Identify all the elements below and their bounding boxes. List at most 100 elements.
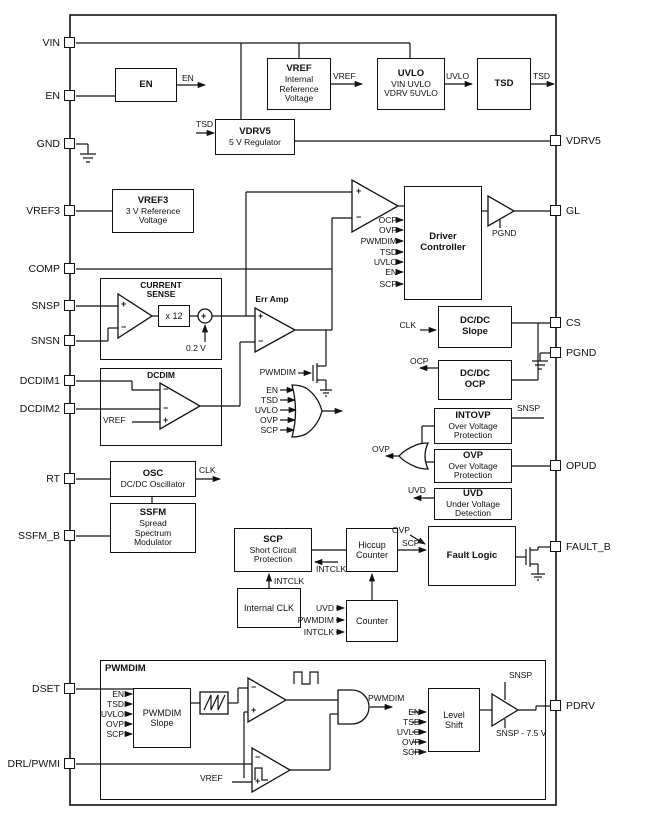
counter-input-uvd: UVD xyxy=(316,603,334,613)
err-amp-plus: + xyxy=(258,311,264,321)
signal-label-intclk-src: INTCLK xyxy=(274,576,305,586)
driver-input-uvlo: UVLO xyxy=(373,257,397,267)
square-wave-icon xyxy=(293,671,319,685)
pin-label-pdrv: PDRV xyxy=(566,700,595,712)
pin-label-opud: OPUD xyxy=(566,460,597,472)
signal-label-clk-osc: CLK xyxy=(199,465,216,475)
comp1-plus: + xyxy=(251,705,257,715)
slope-input-uvlo: UVLO xyxy=(100,709,124,719)
level-shift-block: Level Shift xyxy=(428,688,480,752)
pin-cs xyxy=(550,317,561,328)
pdrv-buffer-icon xyxy=(491,692,520,728)
ovp-title: OVP xyxy=(462,449,484,461)
gain-block: x 12 xyxy=(158,305,190,327)
pin-opud xyxy=(550,460,561,471)
or-gate-icon xyxy=(291,384,323,438)
scp-title: SCP xyxy=(263,533,283,545)
driver-input-ovp: OVP xyxy=(379,225,397,235)
uvd-sub: Under Voltage Detection xyxy=(446,498,500,519)
ovp-sub: Over Voltage Protection xyxy=(448,460,498,481)
fault-logic-title: Fault Logic xyxy=(446,549,498,561)
slope-input-scp: SCP xyxy=(106,729,124,739)
pin-label-vdrv5: VDRV5 xyxy=(566,135,601,147)
hiccup-counter-title: Hiccup Counter xyxy=(355,539,389,560)
pin-label-vin: VIN xyxy=(42,37,60,49)
dcdc-slope-title: DC/DC Slope xyxy=(459,315,491,337)
driver-input-en: EN xyxy=(385,267,397,277)
pin-comp xyxy=(64,263,75,274)
gate-input-ovp: OVP xyxy=(260,415,278,425)
uvd-block: UVD Under Voltage Detection xyxy=(434,488,512,520)
pin-snsn xyxy=(64,335,75,346)
err-amp-minus: − xyxy=(258,336,264,346)
level-input-tsd: TSD xyxy=(403,717,420,727)
ssfm-block-title: SSFM xyxy=(139,506,167,518)
current-sense-amp-icon xyxy=(117,292,154,340)
driver-input-pwmdim: PWMDIM xyxy=(360,236,397,246)
level-input-en: EN xyxy=(408,707,420,717)
pin-pgnd xyxy=(550,347,561,358)
pin-label-snsp: SNSP xyxy=(31,300,60,312)
driver-controller-title: Driver Controller xyxy=(420,231,466,253)
signal-label-snsp-rail: SNSP xyxy=(509,670,533,680)
gain-value: x 12 xyxy=(165,310,183,321)
vref-block: VREF Internal Reference Voltage xyxy=(267,58,331,110)
pin-label-rt: RT xyxy=(46,473,60,485)
signal-label-tsd: TSD xyxy=(533,71,550,81)
level-shift-title: Level Shift xyxy=(443,709,465,730)
pin-label-snsn: SNSN xyxy=(30,335,60,347)
signal-label-pwmdim-and: PWMDIM xyxy=(368,693,405,703)
dcdim-minus1: − xyxy=(163,384,169,394)
signal-label-en: EN xyxy=(182,73,194,83)
pin-drl-pwmi xyxy=(64,758,75,769)
vref-block-sub: Internal Reference Voltage xyxy=(279,73,319,104)
counter-input-intclk: INTCLK xyxy=(303,627,334,637)
pin-label-dset: DSET xyxy=(31,683,60,695)
counter-input-pwmdim: PWMDIM xyxy=(297,615,334,625)
pwmdim-box-title: PWMDIM xyxy=(105,663,146,674)
fault-logic-block: Fault Logic xyxy=(428,526,516,586)
signal-label-vref: VREF xyxy=(333,71,356,81)
scp-block: SCP Short Circuit Protection xyxy=(234,528,312,572)
pwmdim-box xyxy=(100,660,546,800)
signal-label-vref-comp2: VREF xyxy=(200,773,223,783)
uvlo-block: UVLO VIN UVLO VDRV 5UVLO xyxy=(377,58,445,110)
dcdim-title: DCDIM xyxy=(147,370,175,380)
pin-label-cs: CS xyxy=(566,317,581,329)
pin-dcdim2 xyxy=(64,403,75,414)
gl-driver-buffer-icon xyxy=(487,194,516,228)
pin-label-gl: GL xyxy=(566,205,581,217)
vref3-block-title: VREF3 xyxy=(137,194,169,206)
comp2-plus: + xyxy=(255,776,261,786)
tsd-block: TSD xyxy=(477,58,531,110)
pin-label-comp: COMP xyxy=(28,263,61,275)
gate-input-uvlo: UVLO xyxy=(254,405,278,415)
pin-ssfm-b xyxy=(64,530,75,541)
pwm-comp-minus: − xyxy=(356,212,362,222)
pwm-comparator-icon xyxy=(351,178,400,234)
pin-vdrv5 xyxy=(550,135,561,146)
driver-input-ocp: OCP xyxy=(378,215,397,225)
mosfet-icon xyxy=(298,330,332,397)
intovp-sub: Over Voltage Protection xyxy=(448,420,498,441)
pin-vref3 xyxy=(64,205,75,216)
internal-clk-block: Internal CLK xyxy=(237,588,301,628)
osc-block-sub: DC/DC Oscillator xyxy=(120,478,186,489)
level-input-ovp: OVP xyxy=(402,737,420,747)
slope-input-ovp: OVP xyxy=(106,719,124,729)
signal-label-ovp: OVP xyxy=(372,444,390,454)
internal-clk-title: Internal CLK xyxy=(243,602,295,613)
hiccup-counter-block: Hiccup Counter xyxy=(346,528,398,572)
err-amp-icon xyxy=(254,306,297,354)
pin-label-fault-b: FAULT_B xyxy=(566,541,611,553)
pin-dset xyxy=(64,683,75,694)
mosfet-icon xyxy=(516,546,550,581)
dcdim-minus2: − xyxy=(163,403,169,413)
pin-fault-b xyxy=(550,541,561,552)
en-block-title: EN xyxy=(139,78,153,90)
pwm-comp-plus: + xyxy=(356,186,362,196)
and-gate-icon xyxy=(337,689,370,725)
signal-label-scp-fault: SCP xyxy=(402,538,420,548)
uvlo-block-sub2: VDRV 5UVLO xyxy=(384,88,438,99)
